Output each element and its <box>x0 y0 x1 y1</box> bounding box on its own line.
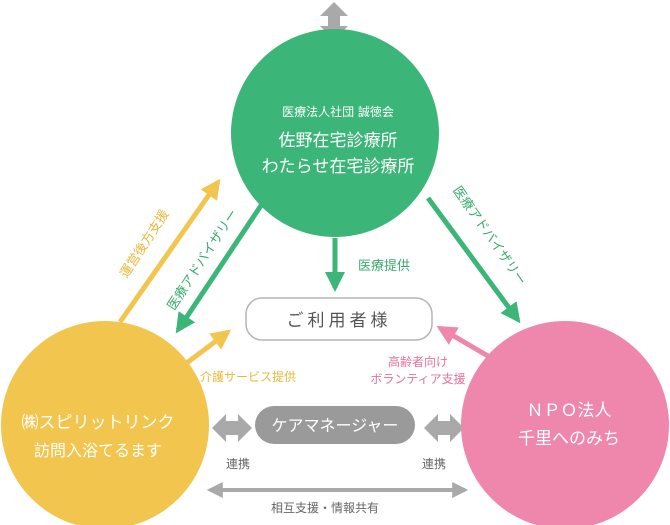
user-box <box>245 297 433 341</box>
npo-name-1: ＮＰＯ法人 <box>527 401 612 421</box>
link-arrow-right <box>424 414 464 442</box>
spirit-name-2: 訪問入浴てるます <box>34 441 162 460</box>
advisory-arrow-left <box>175 193 271 334</box>
care-manager-pill <box>255 406 415 444</box>
elderly-label-1: 高齢者向け <box>388 354 448 369</box>
advisory-arrow-right <box>425 196 521 324</box>
volunteer-support-arrow <box>436 325 490 359</box>
clinic-name-2: わたらせ在宅診療所 <box>262 157 415 177</box>
link-arrow-left <box>212 414 252 442</box>
advisory-left-label: 医療アドバイザリー <box>165 207 241 313</box>
npo-node <box>461 321 669 525</box>
clinic-subtitle: 医療法人社団 誠徳会 <box>282 104 394 119</box>
medical-care-label: 医療提供 <box>358 258 410 274</box>
care-service-arrow <box>178 329 232 370</box>
spirit-name-1: ㈱スピリットリンク <box>22 413 175 433</box>
npo-name-2: 千里へのみち <box>518 429 620 449</box>
clinic-node <box>231 29 439 237</box>
care-manager-label: ケアマネージャー <box>272 416 399 435</box>
clinic-name-1: 佐野在宅診療所 <box>279 131 398 151</box>
link-left-label: 連携 <box>226 456 250 471</box>
elderly-label-2: ボランティア支援 <box>370 372 465 386</box>
management-support-arrow <box>117 178 221 324</box>
management-support-label: 運営後方支援 <box>117 207 173 281</box>
spirit-link-node <box>1 321 209 525</box>
advisory-right-label: 医療アドバイザリー <box>449 184 528 288</box>
user-label: ご利用者様 <box>287 311 392 331</box>
mutual-support-label: 相互支援・情報共有 <box>271 501 379 515</box>
care-service-label: 介護サービス提供 <box>200 369 296 384</box>
link-right-label: 連携 <box>422 456 446 471</box>
